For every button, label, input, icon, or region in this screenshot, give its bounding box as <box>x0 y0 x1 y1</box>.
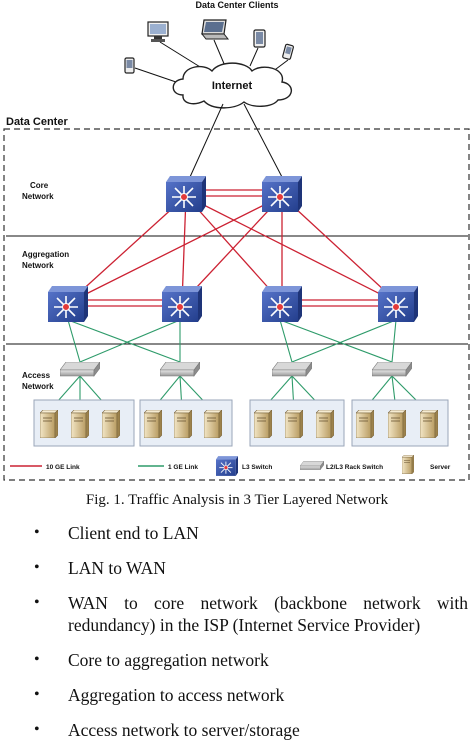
bullet-marker: • <box>34 524 40 541</box>
rack-switch-3 <box>272 362 312 377</box>
server-icon <box>40 410 58 438</box>
rack-switch-2 <box>160 362 200 377</box>
phone-icon <box>282 43 294 60</box>
access-network-label: Access Network <box>22 371 54 391</box>
l3-switch-icon <box>216 456 238 476</box>
bullet-marker: • <box>34 686 40 703</box>
server-icon <box>356 410 374 438</box>
server-icon <box>144 410 162 438</box>
bullet-list: • Client end to LAN • LAN to WAN • WAN to c… <box>0 522 474 754</box>
server-icon <box>71 410 89 438</box>
bullet-marker: • <box>34 594 40 611</box>
clients-label: Data Center Clients <box>195 0 278 10</box>
ten-ge-links <box>67 189 399 307</box>
server-icon <box>102 410 120 438</box>
rack-switch-icon <box>300 461 324 470</box>
legend: 10 GE Link 1 GE Link L3 Switch L2/L3 Rac… <box>10 455 451 476</box>
aggregation-switch-3 <box>262 286 302 322</box>
bullet-marker: • <box>34 721 40 738</box>
list-item-text: Core to aggregation network <box>68 650 269 670</box>
server-icon <box>204 410 222 438</box>
legend-l3-switch-label: L3 Switch <box>242 464 272 471</box>
rack-switch-4 <box>372 362 412 377</box>
data-center-boundary <box>3 128 470 481</box>
aggregation-switch-4 <box>378 286 418 322</box>
aggregation-switch-1 <box>48 286 88 322</box>
list-item-text: WAN to core network (backbone network wi… <box>68 593 468 635</box>
server-icon <box>388 410 406 438</box>
server-icon <box>316 410 334 438</box>
server-icon <box>402 455 414 474</box>
internet-label: Internet <box>212 80 253 92</box>
phone-icon <box>124 57 135 74</box>
tablet-icon <box>253 29 266 48</box>
list-item: • Aggregation to access network <box>0 684 474 706</box>
aggregation-switch-2 <box>162 286 202 322</box>
server-icon <box>420 410 438 438</box>
list-item: • LAN to WAN <box>0 557 474 579</box>
network-diagram: Data Center Clients Internet <box>3 0 470 481</box>
server-rack-group-1 <box>33 399 135 447</box>
server-icon <box>254 410 272 438</box>
rack-switch-1 <box>60 362 100 377</box>
list-item: • WAN to core network (backbone network w… <box>0 592 474 636</box>
list-item-text: Client end to LAN <box>68 523 199 543</box>
laptop-icon <box>200 19 230 40</box>
one-ge-links <box>49 319 427 411</box>
legend-server-label: Server <box>430 464 451 471</box>
core-switch-2 <box>262 176 302 212</box>
legend-rack-switch-label: L2/L3 Rack Switch <box>326 464 383 471</box>
list-item-text: Access network to server/storage <box>68 720 300 740</box>
internet-core-links <box>189 103 283 178</box>
core-network-label: Core Network <box>22 181 54 201</box>
server-rack-group-2 <box>139 399 233 447</box>
cloud-icon <box>172 62 292 109</box>
server-rack-group-3 <box>249 399 345 447</box>
desktop-icon <box>147 21 169 42</box>
server-icon <box>174 410 192 438</box>
legend-1ge-label: 1 GE Link <box>168 464 198 471</box>
server-rack-group-4 <box>351 399 449 447</box>
data-center-label: Data Center <box>6 116 68 128</box>
list-item: • Access network to server/storage <box>0 719 474 741</box>
list-item-text: Aggregation to access network <box>68 685 285 705</box>
bullet-marker: • <box>34 651 40 668</box>
list-item: • Client end to LAN <box>0 522 474 544</box>
figure-caption: Fig. 1. Traffic Analysis in 3 Tier Layer… <box>85 492 389 508</box>
list-item-text: LAN to WAN <box>68 558 166 578</box>
core-switch-1 <box>166 176 206 212</box>
legend-10ge-label: 10 GE Link <box>46 464 80 471</box>
server-icon <box>285 410 303 438</box>
bullet-marker: • <box>34 559 40 576</box>
aggregation-network-label: Aggregation Network <box>22 250 71 270</box>
list-item: • Core to aggregation network <box>0 649 474 671</box>
